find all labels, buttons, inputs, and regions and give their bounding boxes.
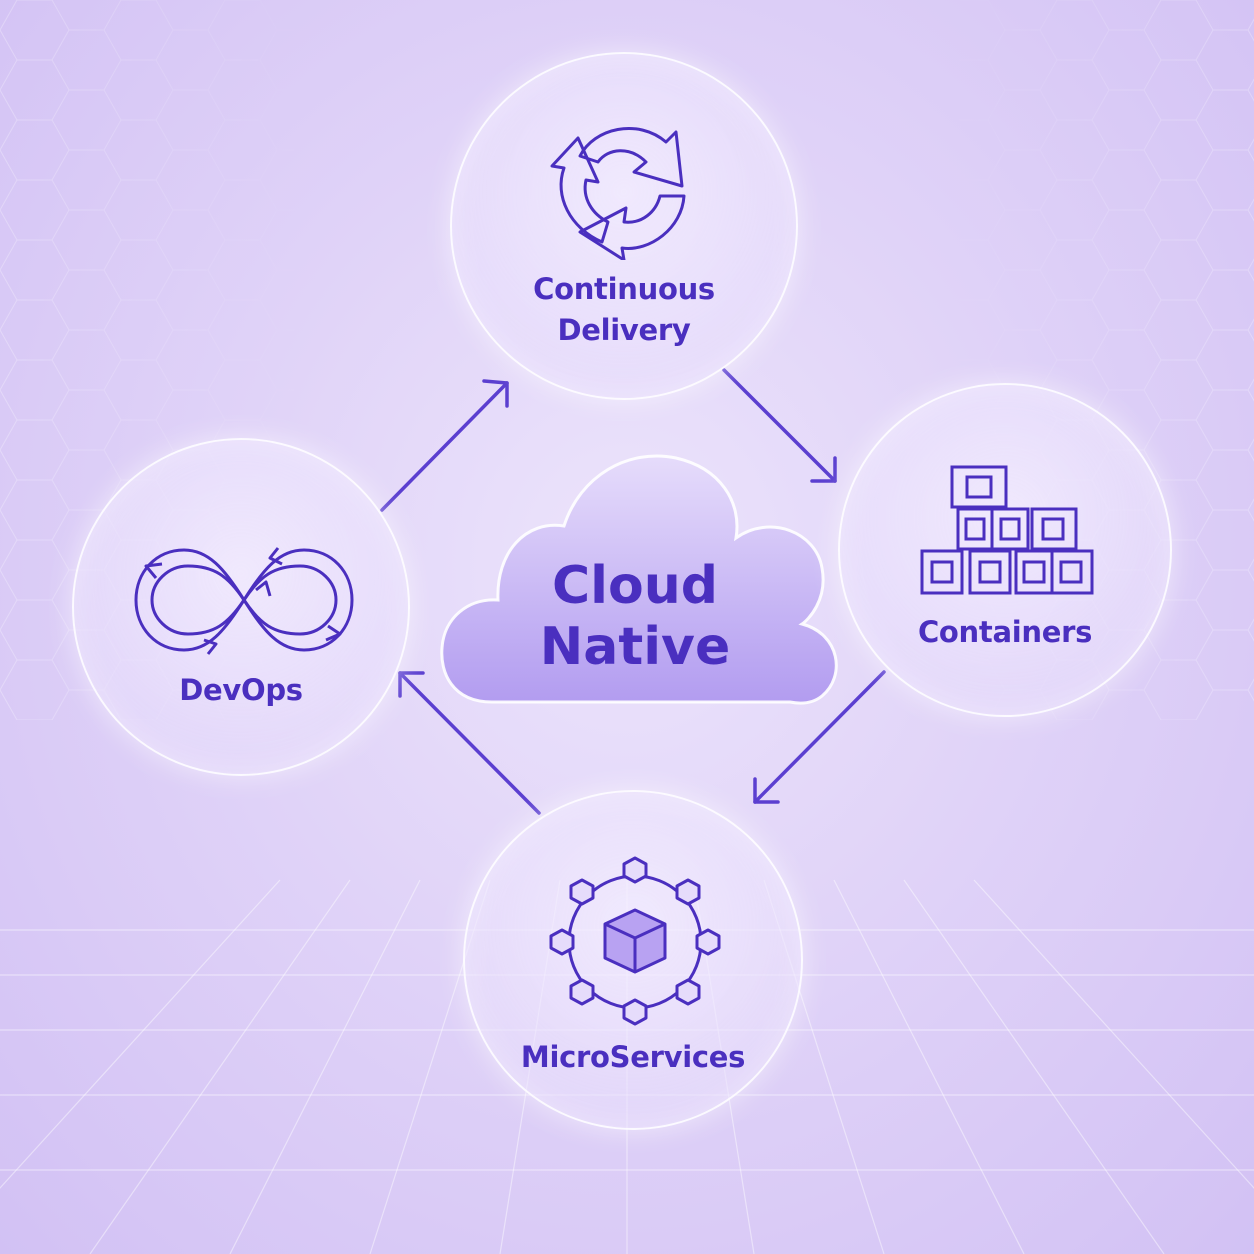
center-title-line2: Native [539,617,731,677]
node-continuous-delivery[interactable]: Continuous Delivery [450,52,798,400]
microservices-label: MicroServices [520,1040,746,1074]
node-devops[interactable]: DevOps [72,438,410,776]
center-title-line1: Cloud [552,556,718,616]
node-containers[interactable]: Containers [838,383,1172,717]
cloud-shape [440,454,838,705]
containers-label: Containers [917,615,1093,649]
infinity-loop-icon [134,547,354,655]
devops-label: DevOps [179,673,303,707]
continuous-delivery-label-line1: Continuous [533,272,715,306]
stacked-containers-icon [920,465,1094,595]
continuous-delivery-label-line2: Delivery [557,313,691,347]
node-microservices[interactable]: MicroServices [463,790,803,1130]
cycle-arrows-icon [550,127,686,260]
microservices-network-icon [549,856,721,1026]
